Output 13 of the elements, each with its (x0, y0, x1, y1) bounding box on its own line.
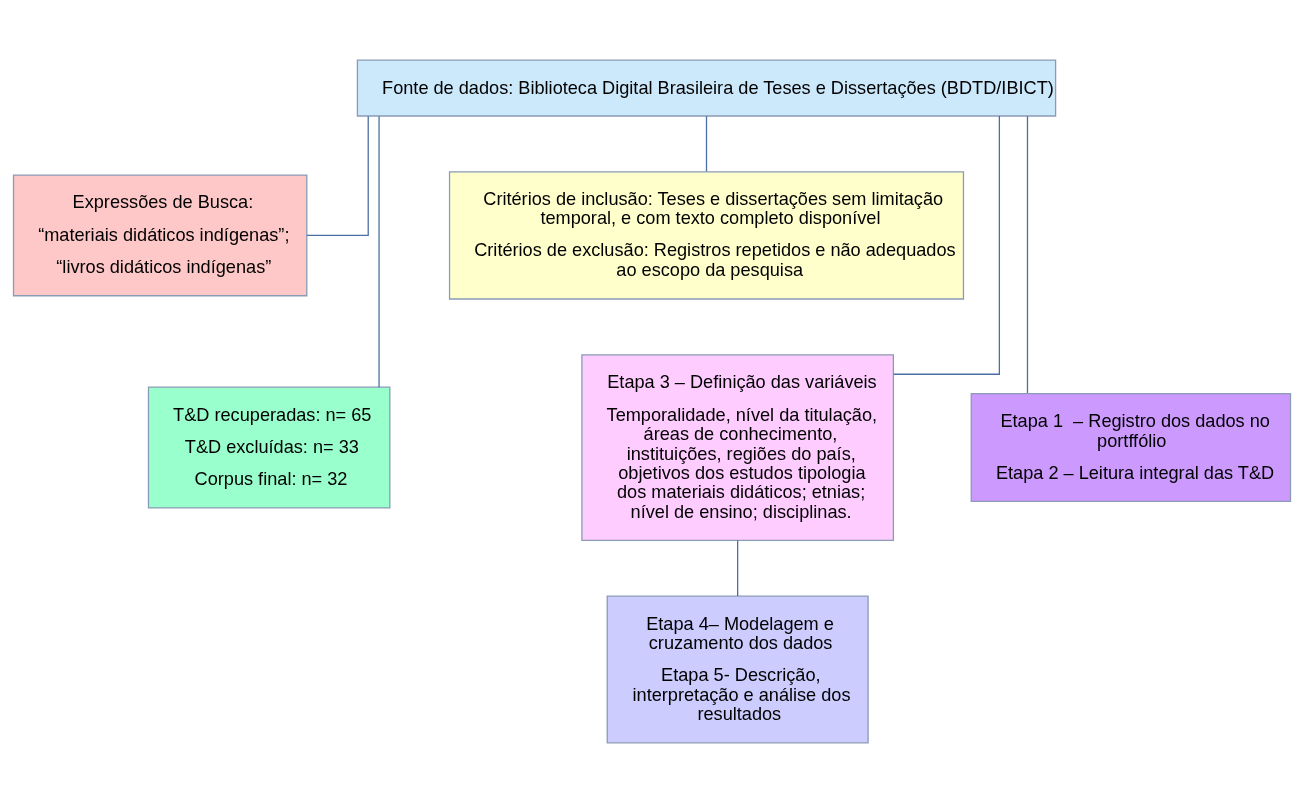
connector (737, 539, 739, 597)
connector (378, 115, 380, 388)
node-box: T&D recuperadas: n= 65 T&D excluídas: n= 33 Corpus final: n= 32 (147, 386, 391, 509)
node-box: Etapa 3 – Definição das variáveis Temporalidade, nível da titulação, áreas de conhecimento, instituições, regiões do país, objetivos dos estudos tipologia dos materiais didáticos; etnias; nível de ensino; disciplinas. (581, 354, 895, 541)
node-box: Etapa 1 – Registro dos dados no portffólio Etapa 2 – Leitura integral das T&D (970, 393, 1292, 503)
node-box: Expressões de Busca: “materiais didáticos indígenas”; “livros didáticos indígenas” (12, 174, 308, 297)
node-box: Etapa 4– Modelagem e cruzamento dos dados Etapa 5- Descrição, interpretação e análise dos resultados (606, 595, 869, 744)
connector (705, 115, 708, 173)
node-box: Critérios de inclusão: Teses e dissertações sem limitação temporal, e com texto completo disponível Critérios de exclusão: Registros repetidos e não adequados ao escopo da pesquisa (448, 171, 965, 300)
connector (1026, 115, 1029, 394)
connector (893, 115, 1000, 375)
node-box: Fonte de dados: Biblioteca Digital Brasileira de Teses e Dissertações (BDTD/IBICT) (356, 59, 1057, 117)
connector (306, 115, 369, 237)
